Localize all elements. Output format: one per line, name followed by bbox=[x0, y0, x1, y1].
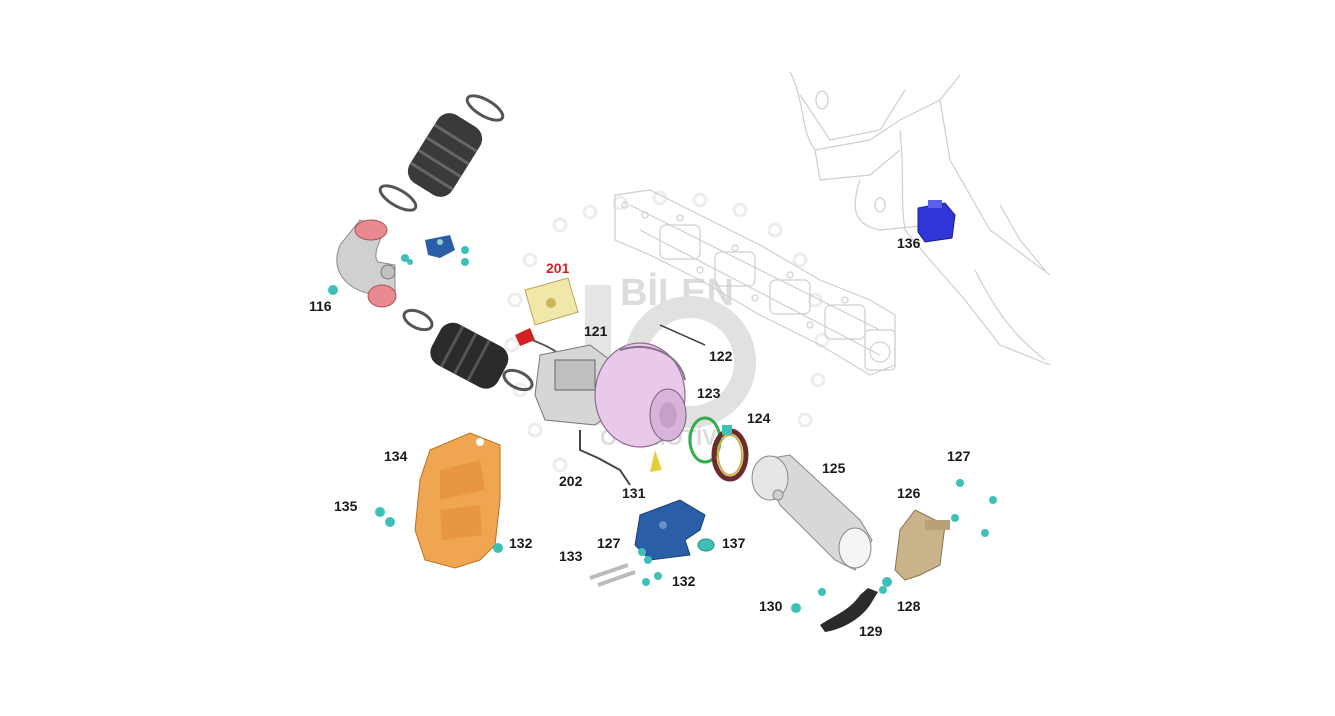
callout-125: 125 bbox=[822, 460, 846, 476]
id-plate bbox=[524, 277, 579, 326]
callout-126: 126 bbox=[897, 485, 921, 501]
callout-labels: 116 121 122 123 124 125 126 127 127 128 … bbox=[309, 235, 971, 639]
callout-123: 123 bbox=[697, 385, 721, 401]
exhaust-outlet-pipe bbox=[751, 454, 873, 571]
pressure-sensor bbox=[515, 328, 561, 356]
heat-shield-strap bbox=[820, 588, 878, 632]
heat-shield bbox=[414, 432, 501, 569]
intake-bracket bbox=[425, 235, 455, 258]
callout-121: 121 bbox=[584, 323, 608, 339]
callout-134: 134 bbox=[384, 448, 408, 464]
callout-131: 131 bbox=[622, 485, 646, 501]
callout-130: 130 bbox=[759, 598, 783, 614]
callout-133: 133 bbox=[559, 548, 583, 564]
intake-hose-lower bbox=[402, 308, 534, 392]
electronic-module bbox=[917, 200, 956, 243]
turbocharger bbox=[534, 342, 687, 472]
callout-127-a: 127 bbox=[947, 448, 971, 464]
callout-122: 122 bbox=[709, 348, 733, 364]
exhaust-manifold-outline bbox=[614, 189, 896, 376]
bolts-group-a bbox=[328, 246, 469, 295]
callout-201: 201 bbox=[546, 260, 570, 276]
callout-129: 129 bbox=[859, 623, 883, 639]
bolts-group-d bbox=[375, 507, 503, 553]
callout-127-b: 127 bbox=[597, 535, 621, 551]
callout-124: 124 bbox=[747, 410, 771, 426]
bolts-group-c bbox=[589, 548, 662, 587]
washer bbox=[697, 538, 715, 552]
callout-128: 128 bbox=[897, 598, 921, 614]
engine-block-outline bbox=[789, 71, 1051, 366]
oil-feed-line bbox=[579, 430, 631, 486]
actuator-rod bbox=[659, 324, 706, 346]
callout-137: 137 bbox=[722, 535, 746, 551]
support-bracket bbox=[894, 509, 950, 581]
intake-hose-upper bbox=[378, 94, 505, 212]
callout-116: 116 bbox=[309, 298, 332, 314]
intake-elbow-pipe bbox=[336, 219, 397, 308]
callout-135: 135 bbox=[334, 498, 358, 514]
callout-136: 136 bbox=[897, 235, 921, 251]
callout-202: 202 bbox=[559, 473, 583, 489]
bolts-group-b bbox=[791, 479, 997, 613]
v-band-clamp bbox=[711, 425, 749, 482]
callout-132-a: 132 bbox=[509, 535, 533, 551]
callout-132-b: 132 bbox=[672, 573, 696, 589]
